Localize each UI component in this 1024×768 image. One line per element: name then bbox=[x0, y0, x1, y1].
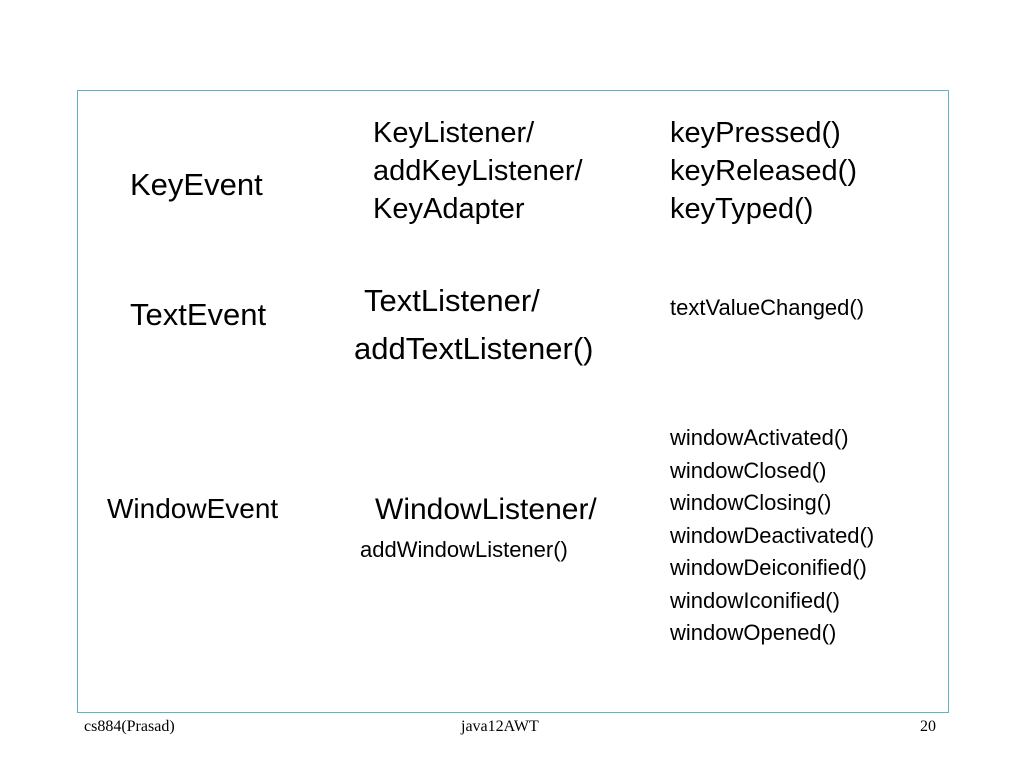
method-item: windowClosed() bbox=[670, 457, 827, 483]
method-item: windowDeiconified() bbox=[670, 555, 867, 580]
listener-line: KeyListener/ bbox=[373, 117, 535, 149]
methods-cell-key: keyPressed() keyReleased() keyTyped() bbox=[670, 114, 857, 228]
event-name-text: TextEvent bbox=[130, 297, 267, 332]
listener-line: addWindowListener() bbox=[360, 537, 568, 562]
event-name-key: KeyEvent bbox=[130, 167, 263, 202]
method-item: textValueChanged() bbox=[670, 295, 865, 320]
footer-course: cs884(Prasad) bbox=[84, 718, 175, 735]
method-item: windowIconified() bbox=[670, 587, 840, 613]
slide-frame bbox=[77, 90, 949, 713]
listener-line: WindowListener/ bbox=[375, 493, 597, 526]
method-item: keyPressed() bbox=[670, 117, 841, 149]
method-item: keyReleased() bbox=[670, 155, 857, 187]
method-item: windowActivated() bbox=[670, 425, 849, 450]
event-name-window: WindowEvent bbox=[107, 493, 279, 524]
footer-page-number: 20 bbox=[920, 718, 936, 735]
footer-topic: java12AWT bbox=[461, 718, 539, 735]
method-item: windowOpened() bbox=[670, 620, 837, 645]
method-item: windowClosing() bbox=[670, 490, 832, 515]
listener-line: addKeyListener/ bbox=[373, 155, 583, 187]
methods-cell-window: windowActivated() windowClosed() windowC… bbox=[670, 422, 874, 650]
listener-cell-key: KeyListener/ addKeyListener/ KeyAdapter bbox=[373, 114, 583, 228]
listener-line: addTextListener() bbox=[354, 331, 594, 366]
listener-line: TextListener/ bbox=[364, 283, 540, 318]
listener-line: KeyAdapter bbox=[373, 193, 525, 225]
method-item: keyTyped() bbox=[670, 193, 814, 225]
method-item: windowDeactivated() bbox=[670, 522, 875, 548]
